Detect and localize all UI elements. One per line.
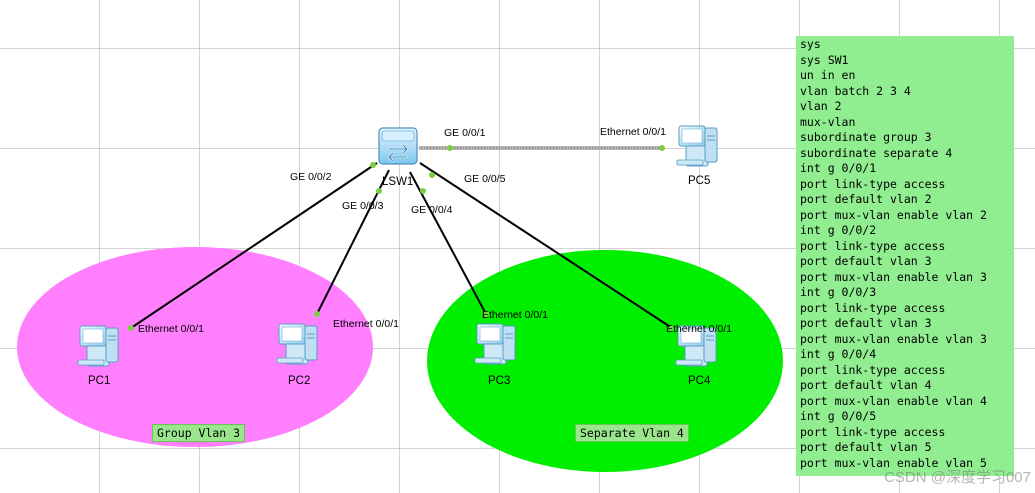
switch-label: LSW1 [382,176,414,188]
cli-line: port link-type access [800,176,946,191]
cli-line: port link-type access [800,424,946,439]
pc5-label: PC5 [688,175,711,187]
pc-icon[interactable] [474,323,516,365]
cli-line: int g 0/0/2 [800,223,877,237]
cli-line: sys [800,37,821,51]
switch-icon[interactable] [378,127,418,165]
cli-line: port mux-vlan enable vlan 5 [800,455,987,470]
cli-line: port default vlan 4 [800,378,932,392]
pc-icon[interactable] [77,325,119,367]
pc-icon[interactable] [276,323,318,365]
cli-line: port default vlan 5 [800,440,932,454]
cli-line: port link-type access [800,300,946,315]
cli-line: subordinate separate 4 [800,145,953,160]
port-label-sw-ge3: GE 0/0/3 [342,200,384,212]
pc4-label: PC4 [688,375,711,387]
link-sw-pc2 [316,169,390,315]
port-label-pc2-eth: Ethernet 0/0/1 [333,318,399,330]
port-label-pc3-eth: Ethernet 0/0/1 [482,309,548,321]
separate-zone [427,250,783,472]
pc-icon[interactable] [676,125,718,167]
port-dot [128,325,134,331]
link-sw-pc1 [130,162,378,329]
pc2-label: PC2 [288,375,311,387]
port-dot [420,188,426,194]
cli-line: sys SW1 [800,52,849,67]
cli-line: vlan 2 [800,99,842,113]
cli-line: un in en [800,68,856,82]
port-label-sw-ge2: GE 0/0/2 [290,171,332,183]
group-zone-label: Group Vlan 3 [152,424,246,442]
cli-line: port mux-vlan enable vlan 2 [800,207,987,222]
port-dot [669,325,675,331]
cli-line: port link-type access [800,238,946,253]
port-dot [376,188,382,194]
port-dots [128,145,675,331]
port-dot [429,172,435,178]
cli-line: int g 0/0/5 [800,409,877,423]
cli-line: subordinate group 3 [800,130,932,144]
port-label-pc1-eth: Ethernet 0/0/1 [138,323,204,335]
pc3-label: PC3 [488,375,511,387]
link-sw-pc3 [409,171,487,315]
port-dot [370,162,376,168]
pc1-label: PC1 [88,375,111,387]
watermark: CSDN @深度学习007 [884,469,1031,486]
cli-line: port mux-vlan enable vlan 4 [800,393,987,408]
port-label-sw-ge1: GE 0/0/1 [444,127,486,139]
cli-line: port mux-vlan enable vlan 3 [800,269,987,284]
cli-line: vlan batch 2 3 4 [800,83,911,98]
port-dot [314,311,320,317]
port-label-sw-ge5: GE 0/0/5 [464,173,506,185]
separate-zone-label: Separate Vlan 4 [575,424,689,442]
port-label-pc4-eth: Ethernet 0/0/1 [666,323,732,335]
cli-line: port default vlan 2 [800,192,932,206]
port-label-sw-ge4: GE 0/0/4 [411,204,453,216]
cli-line: port default vlan 3 [800,254,932,268]
cli-line: mux-vlan [800,114,856,129]
cli-line: port link-type access [800,362,946,377]
cli-line: port mux-vlan enable vlan 3 [800,331,987,346]
port-dot [483,311,489,317]
cli-line: port default vlan 3 [800,316,932,330]
group-zone [17,247,373,447]
cli-line: int g 0/0/4 [800,347,877,361]
cli-line: int g 0/0/3 [800,285,877,299]
port-dot [447,145,453,151]
port-dot [659,145,665,151]
cli-line: int g 0/0/1 [800,161,877,175]
port-label-pc5-eth: Ethernet 0/0/1 [600,126,666,138]
link-sw-pc4 [419,162,673,329]
